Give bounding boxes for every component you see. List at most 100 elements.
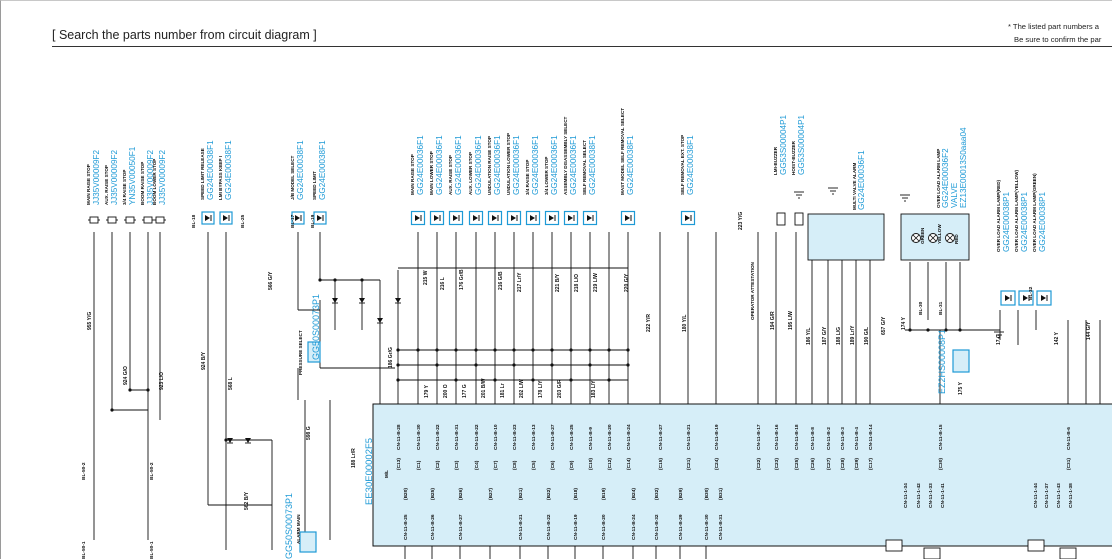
buzzer-label: LMI-BUZZER [773,146,778,175]
limit-switch-box [155,216,165,224]
connector-pin-label: CN-11-1-41 [940,483,946,508]
page-title: [ Search the parts number from circuit d… [52,28,317,42]
wire-label: 186 Y/L [806,328,812,345]
wire-label: 924 G/O [123,366,129,385]
wire-label: 177 G [462,384,468,398]
wire-label: 218 L/O [574,274,580,292]
connector-pin-label: CN-11-B-25 [403,514,409,540]
junction-dot [550,348,554,352]
junction-dot [958,328,962,332]
switch-d-part-number: GG24E00036F1 [512,135,521,195]
switch-d-part-number: GG24E00036F1 [474,135,483,195]
connector-block [1059,547,1077,559]
connector-pin-label: CN-11-1-42 [916,483,922,508]
controller-port-label: (B30) [704,488,710,500]
diode-icon [245,438,251,444]
controller-part-number: EE30E00002F5 [364,438,375,505]
panel-switch-icon [506,210,522,226]
wire-label: 144 G/Y [1086,321,1092,340]
switch-d-part-number: GG24E00036F1 [493,135,502,195]
controller-port-label: (C27) [826,458,832,470]
panel-switch-icon [1036,290,1052,306]
controller-port-label: (C10) [588,458,594,470]
switch-c-label: SPEED LIMIT [312,171,317,200]
diode-icon [295,215,300,221]
wire-label: 203 G/R [557,379,563,398]
wire-label: 180 Y/L [682,315,688,332]
connector-pin-label: CN-11-B-22 [474,424,480,450]
lower-relay-label: ALARM MAIN [296,514,301,544]
diode-triangle [227,438,233,443]
switch-d-part-number: GG24E00038F1 [626,135,635,195]
wire-label: 188 L/G [836,327,842,345]
overload-lamp-part-number: GG24E00036F2 [941,148,950,208]
diode-icon [359,298,365,304]
controller-port-label: (B29) [678,488,684,500]
wire-label: 955 Y/G [87,312,93,330]
junction-dot [396,363,400,367]
junction-dot [569,378,573,382]
switch-a-label: MAIN RAISE STOP [86,164,91,205]
overload-switch-label: OVER LOAD ALARM LAMP(RED) [996,179,1001,252]
switch-b-label: SPEED LIMIT RELEASE [200,148,205,200]
connector-pin-label: CN-11-B-16 [774,424,780,450]
wire-label: 174 Y [901,316,907,330]
switch-b-part-number: GG24E00038F1 [206,140,215,200]
junction-dot [318,278,322,282]
panel-switch-icon [468,210,484,226]
junction-dot [908,328,912,332]
junction-dot [626,348,630,352]
connector-pin-label: CN-11-B-6 [1066,427,1072,450]
connector-pin-label: CN-11-1-34 [903,483,909,508]
side-connector-label: BL-17 [290,214,296,228]
limit-switch-icon [142,216,154,224]
switch-d-label: 3/4 LOWER STOP [544,157,549,195]
controller-port-label: (C14) [626,458,632,470]
junction-dot [569,348,573,352]
wire-label: 924 B/Y [201,351,207,370]
side-connector-label: BL-31 [938,301,944,315]
panel-switch-icon [219,211,233,225]
wire-label: 220 G/Y [624,273,630,292]
connector-pin-label: CN-11-B-31 [454,424,460,450]
controller-port-label: (C25) [794,458,800,470]
wire-label: 222 Y/R [646,314,652,332]
connector-pin-label: CN-11-B-32 [654,514,660,540]
lower-relay-part-number: GG50S00073P1 [284,493,294,559]
side-connector-label: BL-50-2 [149,462,155,480]
wire-label: 187 G/Y [822,326,828,345]
limit-switch-box [89,216,99,224]
diode-icon [317,215,322,221]
wire-label: 202 L/W [519,379,525,398]
parts-note-line-2: Be sure to confirm the par [1014,35,1102,44]
controller-port-label: (B31) [718,488,724,500]
limit-switch-icon [124,216,136,224]
switch-d-label: MAIN RAISE STOP [410,154,415,195]
switch-a-part-number: JJ35V00009F2 [92,149,101,205]
ground-symbol-icon [828,187,838,195]
lamp-color-label: YELLOW [937,224,942,244]
junction-dot [396,378,400,382]
junction-dot [435,363,439,367]
controller-port-label: (B27) [488,488,494,500]
lower-relay-box [299,531,317,553]
controller-port-label: (C3) [454,460,460,470]
diode-icon [511,215,516,221]
panel-switch-icon [563,210,579,226]
panel-switch-icon [313,211,327,225]
junction-dot [360,278,364,282]
junction-dot [588,363,592,367]
panel-switch-icon [291,211,305,225]
connector-pin-label: CN-11-B-29 [678,514,684,540]
controller-port-label: (B25) [430,488,436,500]
connector-block [885,539,903,552]
overload-switch-part-number: GG24E00038P1 [1002,191,1011,252]
diode-icon [1005,295,1010,301]
controller-box [372,403,1112,547]
connector-pin-label: CN-11-B-4 [854,427,860,450]
junction-dot [396,348,400,352]
junction-dot [146,388,150,392]
diode-icon [625,215,630,221]
